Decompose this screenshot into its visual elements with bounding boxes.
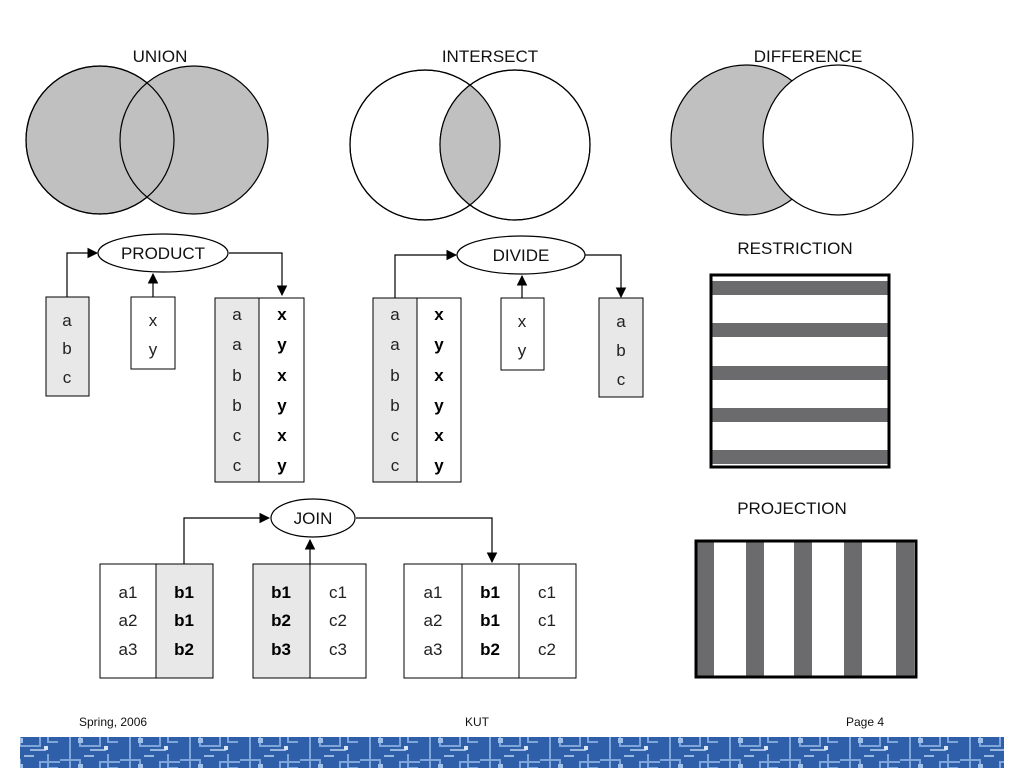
cell: b bbox=[390, 366, 399, 385]
cell: x bbox=[518, 312, 527, 331]
cell: c2 bbox=[329, 611, 347, 630]
restriction-box bbox=[709, 273, 891, 469]
divide-diagram: DIVIDE a a b b c c x y x y x y x y a b c bbox=[372, 235, 644, 483]
cell: x bbox=[434, 366, 444, 385]
cell: b bbox=[232, 396, 241, 415]
cell: a3 bbox=[119, 640, 138, 659]
footer-page: Page 4 bbox=[846, 715, 884, 729]
cell: c1 bbox=[329, 583, 347, 602]
divide-dividend-col2 bbox=[416, 297, 462, 483]
cell: c3 bbox=[329, 640, 347, 659]
join-right-col2 bbox=[309, 563, 367, 679]
cell: y bbox=[434, 335, 444, 354]
cell: y bbox=[434, 396, 444, 415]
divide-result bbox=[598, 297, 644, 398]
cell: b bbox=[62, 339, 71, 358]
cell: a bbox=[616, 312, 626, 331]
join-right-col1 bbox=[252, 563, 311, 679]
cell: b1 bbox=[480, 611, 500, 630]
cell: x bbox=[277, 305, 287, 324]
join-left-col2 bbox=[155, 563, 214, 679]
cell: y bbox=[434, 456, 444, 475]
product-result-col1 bbox=[214, 297, 260, 483]
cell: b2 bbox=[480, 640, 500, 659]
join-result-col3 bbox=[518, 563, 577, 679]
restriction-title: RESTRICTION bbox=[737, 239, 852, 258]
product-label: PRODUCT bbox=[121, 244, 205, 263]
join-left-col1 bbox=[99, 563, 157, 679]
cell: c bbox=[63, 368, 72, 387]
cell: b2 bbox=[271, 611, 291, 630]
cell: x bbox=[149, 311, 158, 330]
cell: c2 bbox=[538, 640, 556, 659]
cell: a3 bbox=[424, 640, 443, 659]
cell: b2 bbox=[174, 640, 194, 659]
divide-dividend-col1 bbox=[372, 297, 418, 483]
product-left-relation bbox=[45, 296, 90, 397]
cell: c bbox=[391, 426, 400, 445]
union-title: UNION bbox=[133, 47, 188, 66]
join-diagram: JOIN a1 a2 a3 b1 b1 b2 b1 b2 b3 c1 c2 c3… bbox=[99, 498, 577, 679]
cell: c1 bbox=[538, 611, 556, 630]
cell: b1 bbox=[480, 583, 500, 602]
cell: c bbox=[233, 426, 242, 445]
cell: a1 bbox=[119, 583, 138, 602]
projection-title: PROJECTION bbox=[737, 499, 847, 518]
cell: y bbox=[277, 396, 287, 415]
cell: a bbox=[232, 305, 242, 324]
cell: a bbox=[232, 335, 242, 354]
product-diagram: PRODUCT a b c x y a a b b c c x y x y x … bbox=[45, 233, 305, 483]
cell: b bbox=[232, 366, 241, 385]
cell: y bbox=[277, 456, 287, 475]
cell: x bbox=[434, 305, 444, 324]
cell: c bbox=[391, 456, 400, 475]
difference-venn bbox=[670, 64, 914, 216]
join-label: JOIN bbox=[294, 509, 333, 528]
cell: c bbox=[233, 456, 242, 475]
cell: y bbox=[518, 341, 527, 360]
intersect-title: INTERSECT bbox=[442, 47, 538, 66]
cell: a bbox=[390, 305, 400, 324]
product-result-col2 bbox=[258, 297, 305, 483]
projection-box bbox=[694, 539, 918, 679]
footer-org: KUT bbox=[465, 715, 490, 729]
cell: c bbox=[617, 370, 626, 389]
divide-divisor bbox=[500, 297, 545, 371]
join-result-col2 bbox=[461, 563, 520, 679]
cell: a1 bbox=[424, 583, 443, 602]
join-op bbox=[270, 498, 356, 538]
join-result-col1 bbox=[403, 563, 463, 679]
footer-date: Spring, 2006 bbox=[79, 715, 147, 729]
footer-banner bbox=[20, 737, 1004, 768]
cell: b bbox=[616, 341, 625, 360]
difference-title: DIFFERENCE bbox=[754, 47, 863, 66]
cell: x bbox=[277, 366, 287, 385]
product-right-relation bbox=[130, 296, 176, 370]
cell: b3 bbox=[271, 640, 291, 659]
divide-label: DIVIDE bbox=[493, 246, 550, 265]
cell: y bbox=[277, 335, 287, 354]
union-venn bbox=[25, 65, 269, 215]
cell: a2 bbox=[424, 611, 443, 630]
intersect-venn bbox=[349, 69, 591, 221]
cell: b1 bbox=[174, 611, 194, 630]
cell: b1 bbox=[174, 583, 194, 602]
cell: y bbox=[149, 340, 158, 359]
cell: a bbox=[390, 335, 400, 354]
cell: b1 bbox=[271, 583, 291, 602]
cell: a bbox=[62, 311, 72, 330]
cell: c1 bbox=[538, 583, 556, 602]
cell: a2 bbox=[119, 611, 138, 630]
cell: x bbox=[277, 426, 287, 445]
cell: x bbox=[434, 426, 444, 445]
cell: b bbox=[390, 396, 399, 415]
